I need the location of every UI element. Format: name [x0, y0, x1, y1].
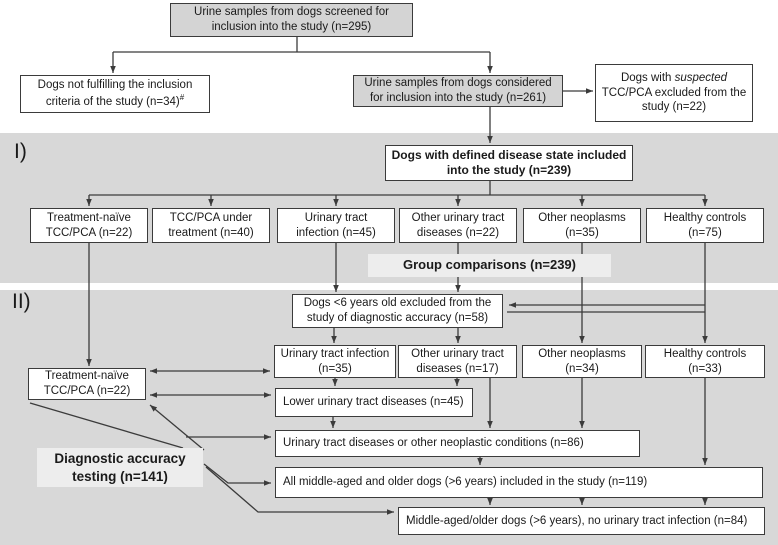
label-diagnostic-accuracy: Diagnostic accuracy testing (n=141): [37, 448, 203, 487]
box-group-ii-uti: Urinary tract infection (n=35): [274, 345, 396, 378]
box-group-i-healthy: Healthy controls (n=75): [646, 208, 764, 243]
connector-tcc2-label-diag: [29, 402, 184, 449]
box-group-i-tcc-naive: Treatment-naïve TCC/PCA (n=22): [30, 208, 148, 243]
section-i-label: I): [14, 140, 27, 163]
box-group-ii-other-urinary: Other urinary tract diseases (n=17): [398, 345, 517, 378]
box-considered: Urine samples from dogs considered for i…: [353, 75, 563, 107]
box-utd-neoplastic: Urinary tract diseases or other neoplast…: [275, 430, 640, 457]
box-group-i-uti: Urinary tract infection (n=45): [277, 208, 395, 243]
box-group-i-other-urinary: Other urinary tract diseases (n=22): [399, 208, 517, 243]
connector-label-n119: [203, 463, 271, 486]
not-fulfilling-text: Dogs not fulfilling the inclusion criter…: [37, 79, 193, 108]
box-group-ii-healthy: Healthy controls (n=33): [645, 345, 765, 378]
not-fulfilling-sup: #: [179, 93, 185, 103]
box-tcc-naive-ii: Treatment-naïve TCC/PCA (n=22): [28, 368, 146, 400]
section-ii-band: [0, 290, 778, 545]
suspected-em: suspected: [674, 71, 728, 84]
suspected-pre: Dogs with: [620, 71, 675, 84]
connector-label-n84: [205, 466, 394, 515]
label-group-comparisons: Group comparisons (n=239): [368, 254, 611, 277]
box-group-i-tcc-treatment: TCC/PCA under treatment (n=40): [152, 208, 270, 243]
box-group-ii-other-neoplasms: Other neoplasms (n=34): [522, 345, 642, 378]
box-defined-state: Dogs with defined disease state included…: [385, 145, 633, 181]
box-all-middle-aged: All middle-aged and older dogs (>6 years…: [275, 467, 763, 498]
box-group-i-other-neoplasms: Other neoplasms (n=35): [523, 208, 641, 243]
box-not-fulfilling: Dogs not fulfilling the inclusion criter…: [20, 75, 210, 113]
section-ii-label: II): [12, 290, 31, 313]
box-lower-urinary: Lower urinary tract diseases (n=45): [275, 388, 473, 417]
box-suspected-excluded: Dogs with suspected TCC/PCA excluded fro…: [595, 64, 753, 122]
box-excluded-young: Dogs <6 years old excluded from the stud…: [292, 294, 503, 328]
box-screened: Urine samples from dogs screened for inc…: [170, 3, 413, 37]
suspected-post: TCC/PCA excluded from the study (n=22): [601, 86, 747, 114]
connector-label-tcc2-arrow: [149, 404, 205, 451]
box-middle-no-uti: Middle-aged/older dogs (>6 years), no ur…: [398, 507, 765, 535]
